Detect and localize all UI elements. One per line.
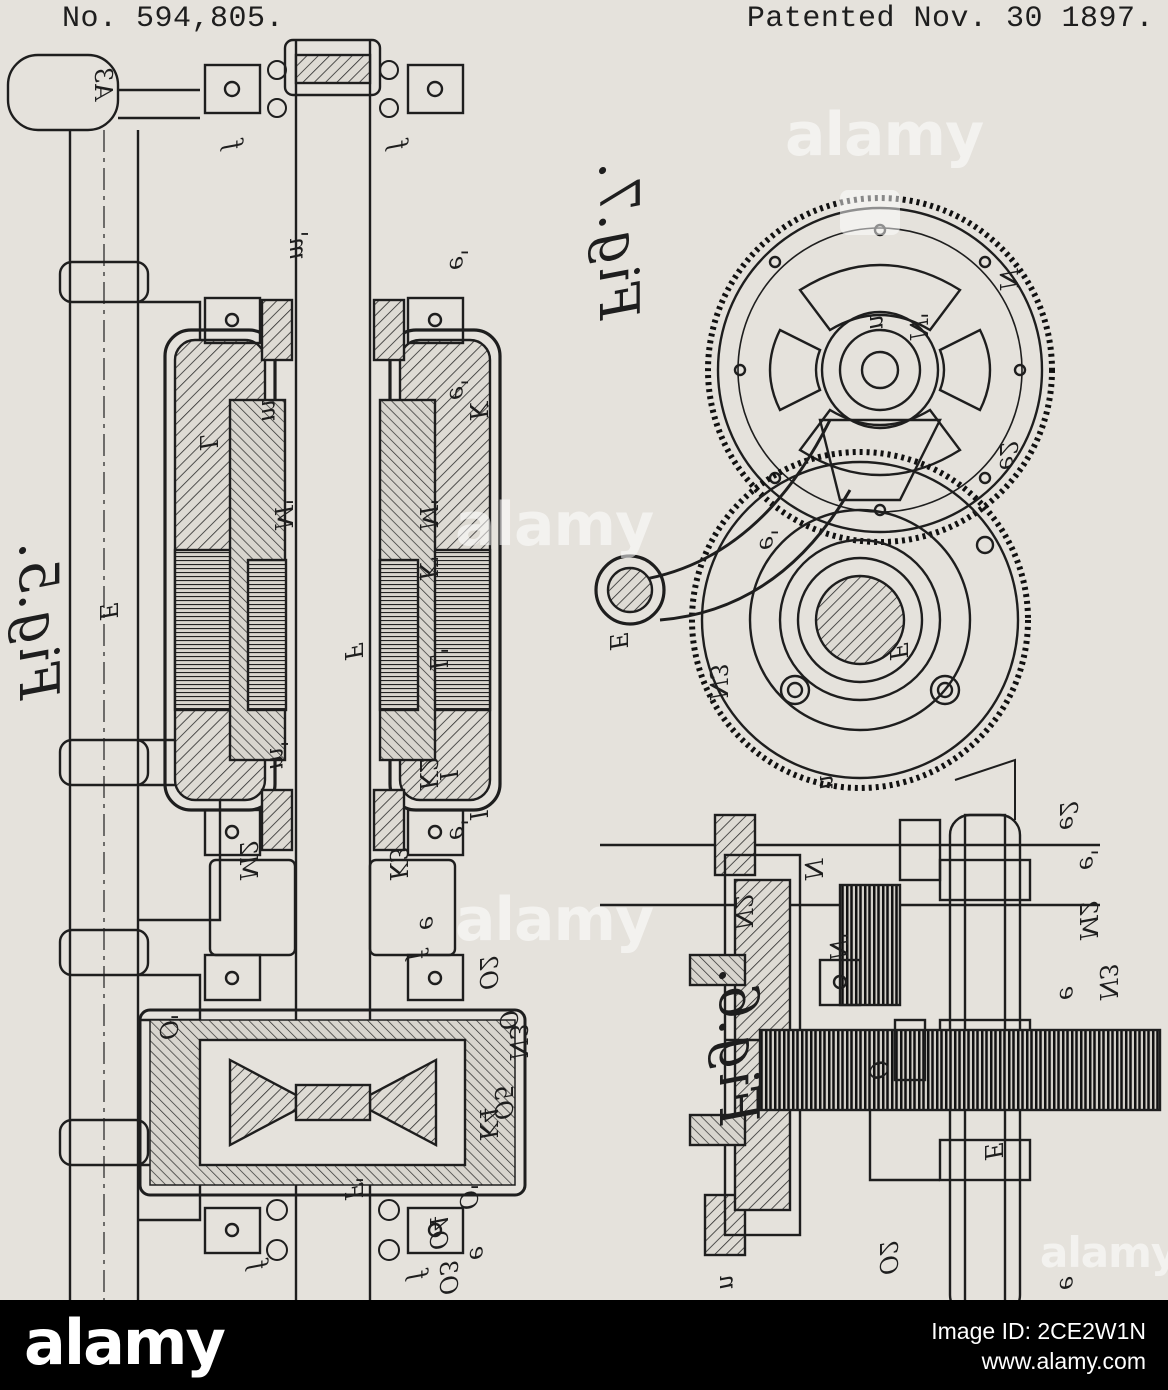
fig5-part-label: F [339,642,367,661]
fig5-title: Fig.5. [7,542,70,701]
fig5-part-label: L [194,434,222,451]
fig6-part-label: N2 [729,894,757,931]
image-id: Image ID: 2CE2W1N [931,1316,1146,1346]
fig7-part-label: F [884,642,912,661]
fig5-part-label: e' [444,819,472,840]
patent-number: No. 594,805. [62,2,284,36]
footer-meta: Image ID: 2CE2W1N www.alamy.com [931,1316,1146,1376]
fig5-part-label: F' [339,1177,367,1201]
fig5-part-label: A3 [89,67,117,102]
fig6-part-label: M2 [1074,900,1102,941]
fig5-part-label: m' [264,741,292,770]
fig5-part-label: e [464,1246,492,1260]
watermark-text: alamy [785,100,983,170]
fig6-title: Fig.6. [707,967,770,1126]
fig5-part-label: e' [444,249,472,270]
stock-footer-bar: alamy Image ID: 2CE2W1N www.alamy.com [0,1300,1168,1390]
fig6-part-label: n [714,1275,742,1290]
fig5-part-label: N3 [504,1024,532,1061]
fig5-part-label: f [219,137,247,152]
fig5-part-label: L' [424,647,452,671]
fig6-drawing [600,760,1160,1300]
fig7-part-label: e2 [994,441,1022,470]
fig6-part-label: E [979,1142,1007,1161]
patent-drawing: Fig.5. Fig.6. Fig.7. A3 f f e' m' e' mL M' M' K K'… [0,0,1168,1300]
watermark-text: alamy [455,490,653,560]
fig5-part-label: O4 [424,1215,452,1250]
fig7-part-label: e' [754,529,782,550]
patent-date: Patented Nov. 30 1897. [747,2,1154,36]
fig5-part-label: I [434,770,462,781]
fig6-part-label: O2 [874,1240,902,1275]
fig6-part-label: N3 [1094,964,1122,1001]
fig5-part-label: K3 [384,847,412,881]
fig6-part-label: O [864,1060,892,1080]
fig5-part-label: e' [444,379,472,400]
fig5-part-label: f [384,137,412,152]
fig6-part-label: e2 [1054,801,1082,830]
fig5-part-label: M' [414,499,442,531]
fig5-part-label: O3 [434,1260,462,1295]
fig7-part-label: N [994,268,1022,291]
fig5-part-label: m [256,399,284,422]
fig5-part-label: m' [284,231,312,260]
fig5-part-label: f [404,1267,432,1282]
fig7-title: Fig.7. [587,162,650,321]
fig5-part-label: O' [454,1184,482,1210]
patent-drawing-sheet: No. 594,805. Patented Nov. 30 1897. [0,0,1168,1300]
fig5-part-label: f [404,947,432,962]
fig7-part-label: n [864,315,892,330]
watermark-text: alamy [1040,1228,1168,1277]
watermark-text: alamy [455,885,653,955]
fig5-part-label: K [464,400,492,421]
watermark-fig7 [840,190,900,235]
fig5-part-label: K4 [474,1107,502,1141]
fig7-part-label: N' [904,312,932,341]
fig6-part-label: e [1054,1276,1082,1290]
fig6-part-label: N' [824,932,852,961]
fig5-part-label: f [244,1257,272,1272]
fig7-drawing [596,198,1052,788]
fig6-part-label: N [799,858,827,881]
fig7-part-label: E [604,632,632,651]
fig5-part-label: M2 [234,840,262,881]
fig5-part-label: E [94,602,122,621]
fig5-part-label: K' [414,555,442,581]
fig5-part-label: e [414,916,442,930]
fig6-part-label: e [1054,986,1082,1000]
fig7-part-label: N3 [704,664,732,701]
fig5-part-label: M' [269,499,297,531]
alamy-logo: alamy [24,1306,224,1379]
fig5-part-label: O2 [474,955,502,990]
fig6-part-label: e' [1074,849,1102,870]
fig5-part-label: O' [154,1014,182,1040]
fig6-part-label: n [814,775,842,790]
site-url: www.alamy.com [931,1346,1146,1376]
